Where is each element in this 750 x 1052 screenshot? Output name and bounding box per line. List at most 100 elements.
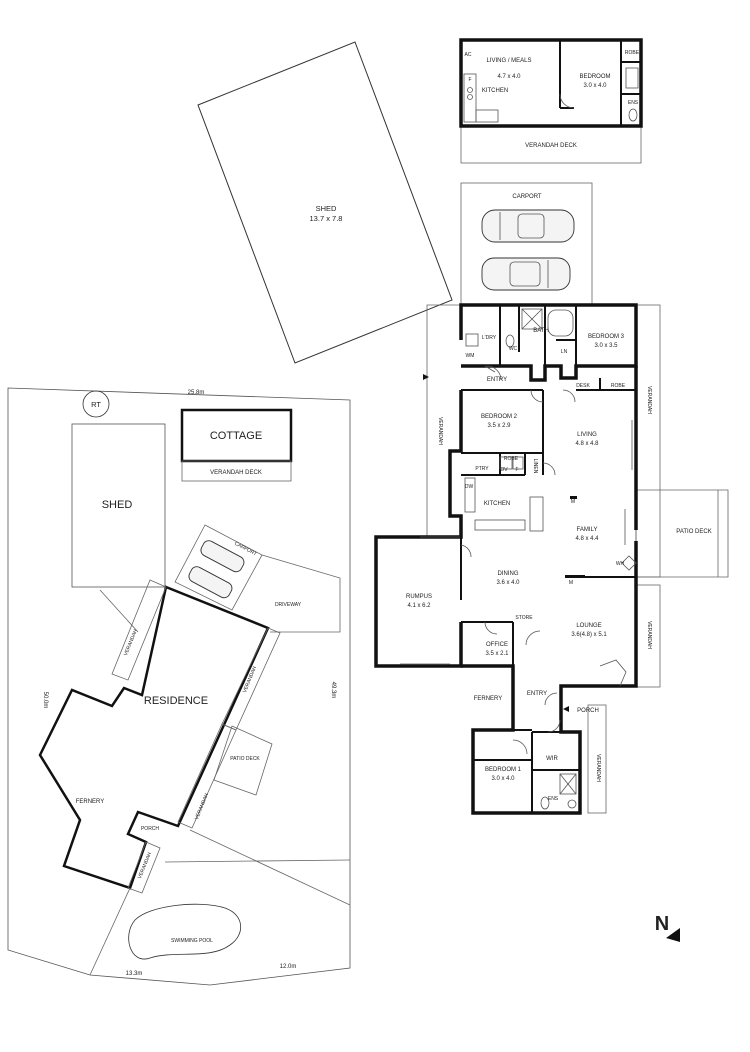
car-icon xyxy=(188,566,233,599)
pantry-label: PTRY xyxy=(475,466,489,472)
cottage-floor-plan: LIVING / MEALS 4.7 x 4.0 KITCHEN BEDROOM… xyxy=(459,38,643,164)
cottage-toilet xyxy=(628,108,638,122)
site-fernery-label: FERNERY xyxy=(76,799,105,805)
shed-size: 13.7 x 7.8 xyxy=(310,214,343,223)
site-shed xyxy=(71,423,166,588)
wm-label: WM xyxy=(466,353,475,359)
family-label: FAMILY xyxy=(577,527,598,533)
wir-label: WIR xyxy=(546,756,558,762)
laundry-label: L'DRY xyxy=(482,335,497,341)
lounge-label: LOUNGE xyxy=(576,623,601,629)
cottage-robe-label: ROBE xyxy=(625,50,640,56)
cottage-ens-label: ENS xyxy=(628,100,639,106)
bedroom3-size: 3.0 x 3.5 xyxy=(594,343,618,349)
house-outer-wall xyxy=(459,303,638,382)
rumpus-size: 4.1 x 6.2 xyxy=(407,603,431,609)
carport-floor-plan: CARPORT xyxy=(460,182,593,306)
entry-arrow-north-icon xyxy=(423,374,429,380)
dim-west: 50.0m xyxy=(42,692,48,709)
interior-partitions xyxy=(460,305,636,813)
site-cottage-verandah-label: VERANDAH DECK xyxy=(210,470,262,476)
cottage-outer-wall xyxy=(459,38,643,128)
site-carport xyxy=(174,524,263,611)
robe3-label: ROBE xyxy=(611,383,626,389)
cottage-ac-label: AC xyxy=(465,52,472,58)
site-verandah-porch-label: VERANDAH xyxy=(137,851,153,879)
fire-mark-2: M xyxy=(569,580,573,586)
site-cottage-verandah xyxy=(181,460,292,482)
wc-label: WC xyxy=(509,346,518,352)
shed-floor-plan: SHED 13.7 x 7.8 xyxy=(197,41,453,364)
cottage-bedroom-size: 3.0 x 4.0 xyxy=(583,83,607,89)
dining-label: DINING xyxy=(498,571,519,577)
site-residence-label: RESIDENCE xyxy=(144,695,208,707)
bedroom1-size: 3.0 x 4.0 xyxy=(491,776,515,782)
cottage-bedroom-label: BEDROOM xyxy=(579,74,610,80)
site-boundary xyxy=(7,387,351,986)
cottage-shower xyxy=(625,67,639,89)
site-porch-label: PORCH xyxy=(141,826,159,832)
cottage-fridge-label: F xyxy=(468,77,471,83)
store-label: STORE xyxy=(515,615,533,621)
entry-arrow-south-icon xyxy=(563,706,569,712)
lounge-size: 3.6(4.8) x 5.1 xyxy=(571,632,607,638)
verandah-bedroom1-outline xyxy=(587,704,607,814)
site-verandah-west-label: VERANDAH xyxy=(123,628,139,656)
kitchen-label: KITCHEN xyxy=(484,501,510,507)
oven-label: OV xyxy=(500,467,508,473)
rt-label: RT xyxy=(91,400,101,409)
dining-size: 3.6 x 4.0 xyxy=(496,580,520,586)
rumpus-label: RUMPUS xyxy=(406,594,432,600)
cottage-verandah-label: VERANDAH DECK xyxy=(525,143,577,149)
entry-north-label: ENTRY xyxy=(487,377,507,383)
dim-east: 49.3m xyxy=(330,682,336,699)
family-size: 4.8 x 4.4 xyxy=(575,536,599,542)
bedroom2-size: 3.5 x 2.9 xyxy=(487,423,511,429)
north-arrow-icon xyxy=(666,928,680,942)
bath-label: BATH xyxy=(533,328,549,334)
cottage-door xyxy=(559,93,575,109)
porch-label: PORCH xyxy=(577,708,599,714)
verandah-east-outline xyxy=(635,304,661,578)
site-patio-deck xyxy=(213,725,273,796)
linen2-label: LINEN xyxy=(532,459,538,474)
site-pool-label: SWIMMING POOL xyxy=(171,938,213,944)
shed-label: SHED xyxy=(316,204,337,213)
site-verandah-south-east-label: VERANDAH xyxy=(194,792,210,820)
north-arrow: N xyxy=(655,913,680,942)
cottage-living-label: LIVING / MEALS xyxy=(486,58,531,64)
verandah-west-label: VERANDAH xyxy=(437,417,443,445)
fernery-label: FERNERY xyxy=(474,696,503,702)
dishwasher-label: DW xyxy=(465,484,474,490)
site-driveway xyxy=(261,554,341,633)
living-size: 4.8 x 4.8 xyxy=(575,441,599,447)
site-verandah-porch xyxy=(127,841,161,894)
bedroom2-label: BEDROOM 2 xyxy=(481,414,518,420)
site-cottage-label: COTTAGE xyxy=(210,430,262,442)
site-patio-label: PATIO DECK xyxy=(230,756,260,762)
entry-south-label: ENTRY xyxy=(527,691,547,697)
fire-mark-1: M xyxy=(571,499,575,505)
north-arrow-label: N xyxy=(655,913,669,935)
site-plan: RT 25.8m 50.0m 49.3m 13.3m 12.0m SHED CO… xyxy=(7,387,351,986)
fridge-label: F xyxy=(515,467,518,473)
car-icon xyxy=(481,209,575,243)
dim-south-west: 13.3m xyxy=(126,971,143,977)
site-verandah-west xyxy=(111,579,167,681)
office-size: 3.5 x 2.1 xyxy=(485,651,509,657)
site-shed-label: SHED xyxy=(102,499,133,511)
cottage-kitchen-label: KITCHEN xyxy=(482,88,508,94)
desk-label: DESK xyxy=(576,383,590,389)
dim-north: 25.8m xyxy=(188,390,205,396)
fixtures xyxy=(400,308,637,810)
rt-tank xyxy=(82,390,110,418)
bedroom1-label: BEDROOM 1 xyxy=(485,767,522,773)
car-icon xyxy=(481,257,571,291)
carport-label: CARPORT xyxy=(512,194,542,200)
verandah-lounge-label: VERANDAH xyxy=(646,621,652,649)
verandah-bedroom1-label: VERANDAH xyxy=(595,754,601,782)
living-label: LIVING xyxy=(577,432,597,438)
house-floor-plan: L'DRY WM WC BATH LN BEDROOM 3 3.0 x 3.5 … xyxy=(374,303,729,815)
robe2-label: ROBE xyxy=(504,456,519,462)
